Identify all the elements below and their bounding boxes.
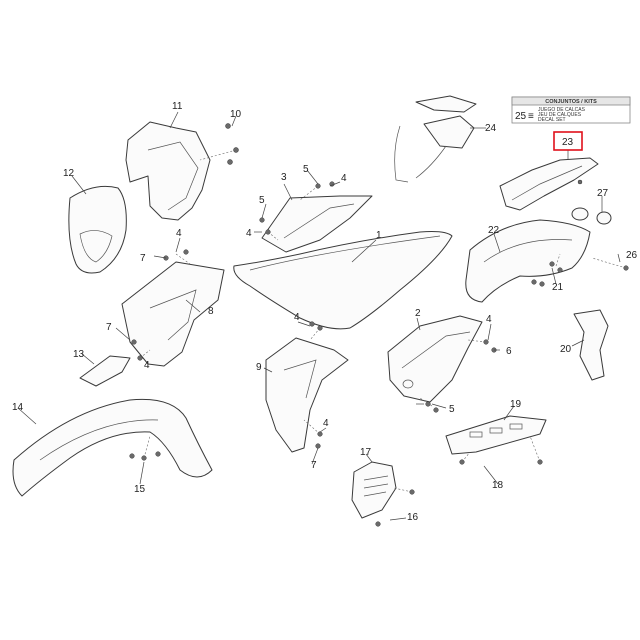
kit-line-2: JEU DE CALQUES (538, 112, 582, 118)
callout-1[interactable]: 1 (376, 230, 382, 241)
rear-side-panel-part[interactable] (387, 315, 483, 403)
callout-8[interactable]: 8 (208, 306, 214, 317)
callout-4c[interactable]: 4 (176, 228, 182, 239)
callout-5a[interactable]: 5 (303, 164, 309, 175)
cap-part[interactable] (571, 207, 612, 225)
seat-part[interactable] (233, 231, 453, 330)
chain-guide-part[interactable] (573, 309, 609, 381)
kit-symbol: ≡ (528, 111, 534, 122)
callout-7c[interactable]: 7 (311, 460, 317, 471)
kit-line-3: DECAL SET (538, 117, 566, 123)
callout-16[interactable]: 16 (407, 512, 419, 523)
callout-7a[interactable]: 7 (140, 253, 146, 264)
rear-rack-part[interactable] (394, 95, 477, 183)
callout-4e[interactable]: 4 (144, 360, 150, 371)
callout-9[interactable]: 9 (256, 362, 262, 373)
callout-22[interactable]: 22 (488, 225, 500, 236)
right-radiator-shroud-part[interactable] (265, 337, 349, 453)
callout-11[interactable]: 11 (172, 101, 183, 112)
kit-number: 25 (515, 111, 527, 122)
callout-20[interactable]: 20 (560, 344, 572, 355)
callout-13[interactable]: 13 (73, 349, 85, 360)
mudguard-part[interactable] (465, 219, 591, 303)
callout-3[interactable]: 3 (281, 172, 287, 183)
kit-legend: CONJUNTOS / KITS 25 ≡ JUEGO DE CALCAS JE… (511, 96, 631, 124)
callout-2[interactable]: 2 (415, 308, 421, 319)
front-cover-part[interactable] (125, 121, 211, 221)
bracket-part[interactable] (79, 355, 131, 387)
chain-guard-part[interactable] (445, 415, 547, 455)
callout-labels: 1 2 3 4 4 4 4 4 4 4 5 5 5 6 7 7 7 8 9 10… (12, 101, 638, 523)
kit-header: CONJUNTOS / KITS (545, 99, 597, 105)
callout-4b[interactable]: 4 (246, 228, 252, 239)
assembly-lines (139, 149, 627, 493)
callout-27[interactable]: 27 (597, 188, 609, 199)
callout-24[interactable]: 24 (485, 123, 497, 134)
callout-4d[interactable]: 4 (294, 312, 300, 323)
callout-4f[interactable]: 4 (486, 314, 492, 325)
callout-23[interactable]: 23 (562, 137, 574, 148)
headlight-mask-part[interactable] (68, 185, 127, 274)
callout-10[interactable]: 10 (230, 109, 242, 120)
sprocket-cover-part[interactable] (351, 461, 397, 519)
callout-21[interactable]: 21 (552, 282, 564, 293)
callout-7b[interactable]: 7 (106, 322, 112, 333)
side-panel-part[interactable] (261, 195, 373, 253)
callout-4a[interactable]: 4 (341, 173, 347, 184)
callout-12[interactable]: 12 (63, 168, 75, 179)
callout-17[interactable]: 17 (360, 447, 372, 458)
left-radiator-shroud-part[interactable] (121, 261, 225, 367)
callout-5b[interactable]: 5 (259, 195, 265, 206)
callout-19[interactable]: 19 (510, 399, 522, 410)
leader-lines (17, 111, 621, 521)
callout-18[interactable]: 18 (492, 480, 504, 491)
callout-6[interactable]: 6 (506, 346, 512, 357)
front-fender-part[interactable] (12, 398, 213, 497)
callout-14[interactable]: 14 (12, 402, 24, 413)
rear-fender-part[interactable] (499, 157, 599, 211)
callout-15[interactable]: 15 (134, 484, 146, 495)
callout-5c[interactable]: 5 (449, 404, 455, 415)
kit-line-1: JUEGO DE CALCAS (538, 107, 586, 113)
callout-23-highlight-box (553, 131, 583, 151)
callout-26[interactable]: 26 (626, 250, 638, 261)
callout-4g[interactable]: 4 (323, 418, 329, 429)
